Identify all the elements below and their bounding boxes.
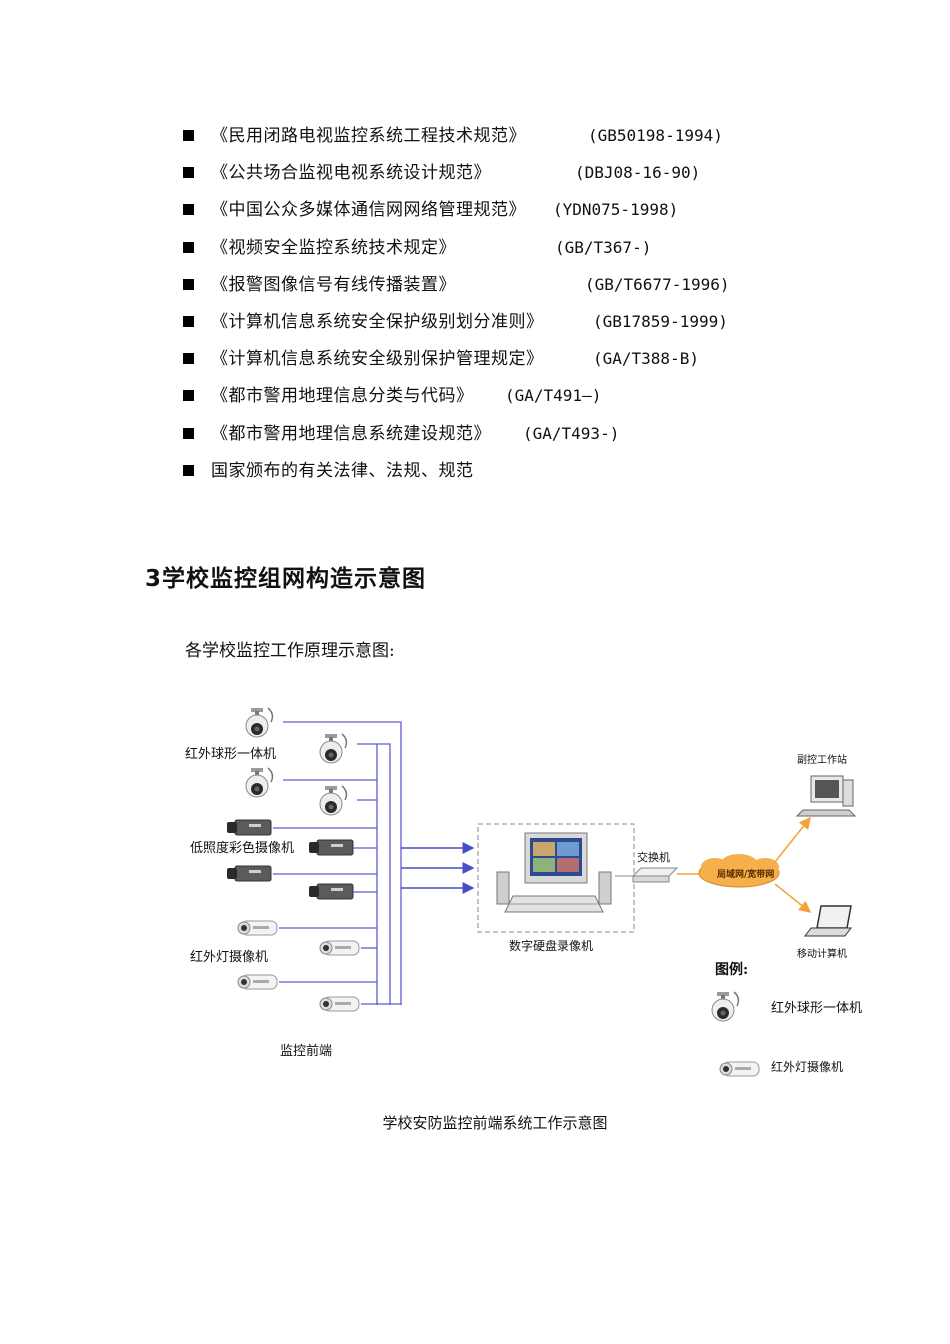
legend-dome-label: 红外球形一体机 — [771, 1000, 862, 1016]
standard-name: 《计算机信息系统安全保护级别划分准则》 — [211, 311, 544, 332]
standard-name: 《都市警用地理信息分类与代码》 — [211, 386, 474, 407]
standard-name: 《中国公众多媒体通信网网络管理规范》 — [211, 200, 526, 221]
legend-ir-label: 红外灯摄像机 — [771, 1059, 843, 1074]
standard-code: (GB50198-1994) — [588, 126, 723, 145]
dvr-workstation — [477, 823, 635, 933]
standard-name: 国家颁布的有关法律、法规、规范 — [211, 460, 474, 481]
bullet-square-icon — [183, 204, 194, 216]
laptop-icon — [804, 905, 852, 937]
standard-name: 《报警图像信号有线传播装置》 — [211, 274, 456, 295]
standard-code: (DBJ08-16-90) — [575, 163, 701, 183]
ir-camera-icon — [319, 996, 360, 1012]
bullet-square-icon — [183, 427, 194, 439]
bullet-square-icon — [183, 315, 194, 327]
bullet-square-icon — [183, 167, 194, 179]
legend-title: 图例: — [715, 961, 748, 978]
legend-ir-camera-icon — [719, 1061, 760, 1077]
standard-name: 《民用闭路电视监控系统工程技术规范》 — [211, 126, 526, 146]
network-cloud — [698, 854, 780, 888]
standard-code: (GA/T388-B) — [593, 349, 699, 369]
label-frontend: 监控前端 — [280, 1043, 332, 1059]
bullet-square-icon — [183, 464, 194, 476]
standard-code: (GA/T491—) — [505, 386, 602, 406]
box-camera-icon — [308, 839, 354, 856]
standard-code: (GA/T493-) — [523, 423, 620, 443]
label-switch: 交换机 — [637, 850, 670, 864]
ir-camera-icon — [237, 974, 278, 990]
label-workstation: 副控工作站 — [797, 753, 847, 766]
standard-code: (GB/T6677-1996) — [585, 274, 730, 294]
bullet-square-icon — [183, 241, 194, 253]
label-box-camera: 低照度彩色摄像机 — [190, 840, 294, 856]
workstation-icon — [795, 775, 857, 817]
front-end-cameras — [226, 707, 475, 1012]
bullet-square-icon — [183, 130, 194, 141]
label-dome: 红外球形一体机 — [185, 746, 276, 762]
standard-code: (GB17859-1999) — [593, 311, 728, 331]
switch-icon — [631, 867, 679, 883]
label-network: 局域网/宽带网 — [717, 868, 774, 880]
standard-name: 《都市警用地理信息系统建设规范》 — [211, 423, 491, 444]
bullet-square-icon — [183, 390, 194, 402]
standard-code: (YDN075-1998) — [553, 200, 679, 220]
ir-camera-icon — [237, 920, 278, 936]
label-dvr: 数字硬盘录像机 — [509, 938, 593, 953]
bullet-square-icon — [183, 278, 194, 290]
standard-name: 《公共场合监视电视系统设计规范》 — [211, 163, 491, 184]
bullet-square-icon — [183, 353, 194, 365]
ir-camera-icon — [319, 940, 360, 956]
dome-camera-icon — [245, 707, 274, 738]
label-laptop: 移动计算机 — [797, 947, 847, 960]
standard-name: 《计算机信息系统安全级别保护管理规定》 — [211, 349, 544, 370]
dome-camera-icon — [319, 733, 348, 764]
network-diagram: 红外球形一体机 低照度彩色摄像机 红外灯摄像机 监控前端 数字硬盘录像机 交换机… — [185, 707, 862, 1077]
box-camera-icon — [308, 883, 354, 900]
intro-text: 各学校监控工作原理示意图: — [185, 641, 395, 661]
box-camera-icon — [226, 819, 272, 836]
box-camera-icon — [226, 865, 272, 882]
dome-camera-icon — [245, 767, 274, 798]
legend-dome-icon — [711, 991, 740, 1022]
dome-camera-icon — [319, 785, 348, 816]
section-heading: 3学校监控组网构造示意图 — [145, 566, 427, 592]
standard-code: (GB/T367-) — [555, 237, 652, 257]
standard-name: 《视频安全监控系统技术规定》 — [211, 237, 456, 258]
figure-caption: 学校安防监控前端系统工作示意图 — [382, 1114, 608, 1132]
label-ir-camera: 红外灯摄像机 — [190, 949, 268, 965]
